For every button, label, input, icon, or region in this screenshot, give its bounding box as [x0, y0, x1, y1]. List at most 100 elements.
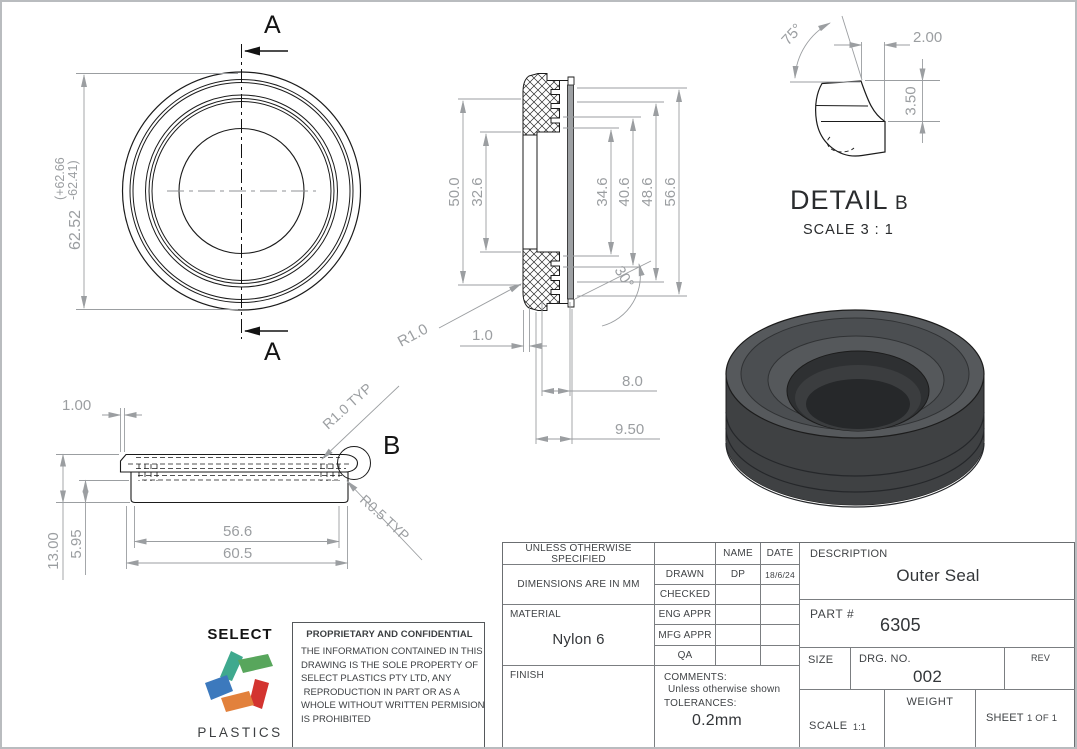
- front-view: A A 62.52 (+62.66 -62.41): [53, 11, 362, 366]
- proprietary-line: IS PROHIBITED: [301, 713, 371, 725]
- section-view: 50.0 32.6 34.6 40.6 48.6 56.6 30° R1.0 1…: [395, 73, 687, 444]
- dim-8-0: 8.0: [622, 373, 643, 390]
- drg-value: 002: [913, 667, 942, 686]
- dim-9-50: 9.50: [615, 421, 644, 438]
- section-far-wall: [567, 84, 574, 300]
- blank-header-cell: [655, 543, 716, 565]
- row-engappr-label: ENG APPR: [655, 605, 716, 625]
- dim-40-6: 40.6: [616, 177, 633, 206]
- detail-b-label: B: [383, 430, 400, 460]
- proprietary-line: DRAWING IS THE SOLE PROPERTY OF: [301, 659, 479, 671]
- dim-75-deg: 75°: [778, 20, 806, 48]
- proprietary-line: SELECT PLASTICS PTY LTD, ANY: [301, 673, 452, 685]
- section-profile-bottom: [522, 248, 560, 311]
- dim-50-0: 50.0: [446, 177, 463, 206]
- row-mfgappr-label: MFG APPR: [655, 625, 716, 646]
- proprietary-line: REPRODUCTION IN PART OR AS A: [301, 686, 460, 698]
- part-value: 6305: [880, 615, 921, 635]
- section-ext-lines: [458, 87, 687, 297]
- comments-value: Unless otherwise shown: [668, 684, 781, 695]
- scale-cell: SCALE 1:1: [800, 690, 885, 747]
- section-dim-lines: [460, 89, 682, 295]
- logo-shape-orange: [221, 691, 254, 712]
- dim-48-6: 48.6: [639, 177, 656, 206]
- name-header: NAME: [716, 543, 761, 565]
- dim-5-95: 5.95: [68, 529, 85, 558]
- dim-32-6: 32.6: [469, 177, 486, 206]
- material-label: MATERIAL: [510, 609, 561, 620]
- dim-tol-upper: (+62.66: [53, 157, 67, 200]
- section-label-top: A: [264, 11, 281, 39]
- scale-label: SCALE: [809, 720, 848, 732]
- company-logo: SELECT PLASTICS: [188, 626, 292, 747]
- drg-cell: DRG. NO. 002: [851, 648, 1005, 690]
- iso-view: [725, 309, 985, 508]
- proprietary-line: WHOLE WITHOUT WRITTEN PERMISION: [301, 700, 485, 712]
- row-drawn-name: DP: [716, 565, 761, 585]
- material-value: Nylon 6: [552, 631, 605, 648]
- dim-r05-typ: R0.5 TYP: [357, 491, 413, 543]
- size-cell: SIZE: [800, 648, 851, 690]
- title-block: UNLESS OTHERWISE SPECIFIED DIMENSIONS AR…: [502, 542, 1075, 747]
- tolerances-label: TOLERANCES:: [664, 698, 737, 709]
- dim-1-0: 1.0: [472, 327, 493, 344]
- dim-34-6: 34.6: [594, 177, 611, 206]
- dim-1-00: 1.00: [62, 397, 91, 414]
- side-lower-body: [130, 471, 349, 504]
- detail-scale: SCALE 3 : 1: [803, 222, 894, 238]
- drg-label: DRG. NO.: [859, 653, 911, 665]
- dim-width-lines: [125, 506, 349, 569]
- description-cell: DESCRIPTION Outer Seal: [800, 543, 1075, 600]
- tolerances-value: 0.2mm: [692, 712, 742, 729]
- dim-r1-typ: R1.0 TYP: [319, 380, 375, 432]
- weight-label: WEIGHT: [906, 696, 954, 708]
- side-view: B R1.0 TYP R0.5 TYP 1.00 13.00 5.95: [45, 380, 423, 580]
- dim-62-52: [76, 73, 238, 310]
- dim-diameter-text: 62.52: [67, 210, 84, 250]
- dim-56-6-side: 56.6: [223, 523, 252, 540]
- logo-shape-blue: [205, 675, 233, 700]
- logo-text-select: SELECT: [207, 626, 273, 643]
- description-label: DESCRIPTION: [810, 548, 888, 560]
- size-label: SIZE: [808, 654, 834, 666]
- logo-shape-red: [249, 679, 269, 709]
- material-cell: MATERIAL Nylon 6: [503, 605, 655, 666]
- part-cell: PART # 6305: [800, 600, 1075, 648]
- dim-3-50: 3.50: [903, 86, 920, 115]
- comments-cell: COMMENTS: Unless otherwise shown TOLERAN…: [655, 666, 800, 747]
- proprietary-line: THE INFORMATION CONTAINED IN THIS: [301, 646, 483, 657]
- row-drawn-date: 18/6/24: [761, 565, 800, 585]
- detail-view: 75° 2.00 3.50 DETAIL B SCALE 3 : 1: [778, 15, 942, 238]
- dim-1-00-lines: [102, 408, 142, 452]
- detail-b-circle: [337, 446, 371, 480]
- sheet-value: 1 OF 1: [1026, 713, 1058, 724]
- comments-label: COMMENTS:: [664, 672, 727, 683]
- spec-header: UNLESS OTHERWISE SPECIFIED: [503, 543, 655, 565]
- row-qa-label: QA: [655, 646, 716, 666]
- section-label-bottom: A: [264, 338, 281, 366]
- dim-r1-0: R1.0: [395, 321, 431, 351]
- dim-height-lines: [56, 453, 130, 580]
- scale-value: 1:1: [853, 722, 867, 732]
- part-label: PART #: [810, 607, 855, 621]
- section-profile-top: [522, 73, 560, 136]
- sheet-cell: SHEET 1 OF 1: [976, 690, 1075, 747]
- detail-title: DETAIL: [790, 185, 889, 215]
- section-bottom-dims: [460, 302, 660, 444]
- finish-cell: FINISH: [503, 666, 655, 747]
- detail-title-letter: B: [895, 193, 908, 214]
- detail-profile: [815, 80, 886, 157]
- description-value: Outer Seal: [896, 566, 980, 585]
- dim-13-00: 13.00: [45, 532, 62, 570]
- rev-cell: REV: [1005, 648, 1075, 690]
- dim-60-5: 60.5: [223, 545, 252, 562]
- date-header: DATE: [761, 543, 800, 565]
- finish-label: FINISH: [510, 670, 544, 681]
- weight-cell: WEIGHT: [885, 690, 976, 747]
- dims-note: DIMENSIONS ARE IN MM: [503, 565, 655, 605]
- logo-text-plastics: PLASTICS: [197, 725, 283, 740]
- side-top-band: [119, 453, 359, 473]
- proprietary-box: PROPRIETARY AND CONFIDENTIAL THE INFORMA…: [292, 622, 485, 747]
